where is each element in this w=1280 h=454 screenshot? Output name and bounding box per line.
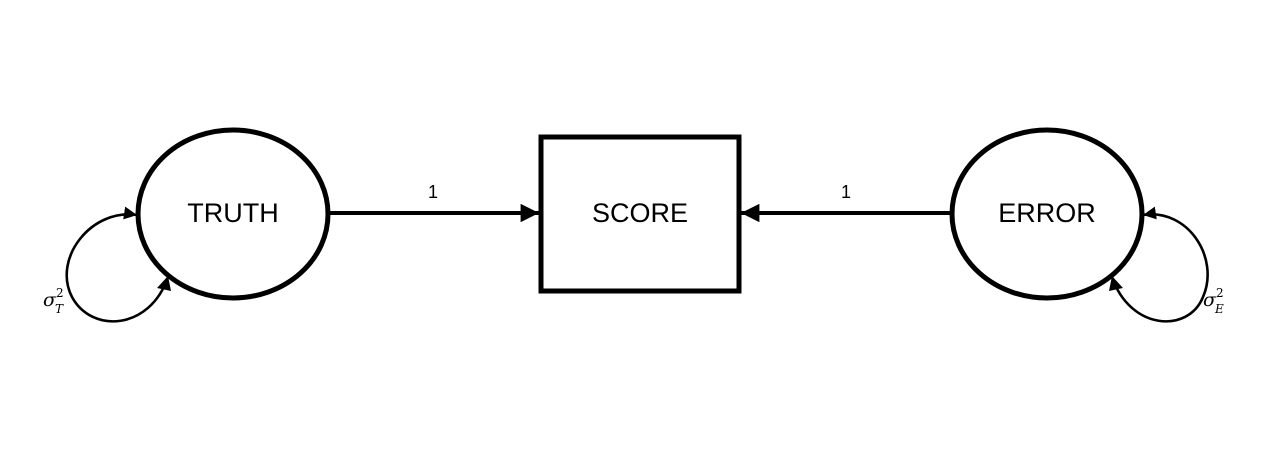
error-variance-arrowhead-start (1109, 276, 1123, 291)
truth-variance-loop (65, 206, 170, 323)
error-variance-superscript: 2 (1216, 286, 1224, 300)
error-variance: σ 2 E (1109, 206, 1224, 323)
truth-variance: σ 2 T (43, 206, 171, 323)
truth-variance-label: σ (43, 289, 57, 311)
path-truth-to-score: 1 (330, 182, 539, 223)
error-variance-label: σ (1203, 289, 1217, 311)
score-node: SCORE (538, 134, 742, 294)
truth-variance-superscript: 2 (56, 286, 64, 300)
error-label: ERROR (998, 198, 1096, 228)
truth-to-score-label: 1 (428, 182, 438, 202)
path-error-to-score: 1 (741, 182, 950, 223)
error-ellipse (949, 127, 1145, 301)
score-label: SCORE (592, 198, 688, 228)
error-to-score-label: 1 (841, 182, 851, 202)
truth-node: TRUTH (135, 127, 331, 301)
error-node: ERROR (949, 127, 1145, 301)
error-variance-subscript: E (1214, 302, 1224, 316)
truth-label: TRUTH (187, 198, 278, 228)
truth-ellipse (135, 127, 331, 301)
truth-variance-arrowhead-start (157, 276, 171, 291)
error-variance-loop (1110, 206, 1209, 323)
truth-variance-subscript: T (55, 302, 64, 316)
score-box (538, 134, 742, 294)
